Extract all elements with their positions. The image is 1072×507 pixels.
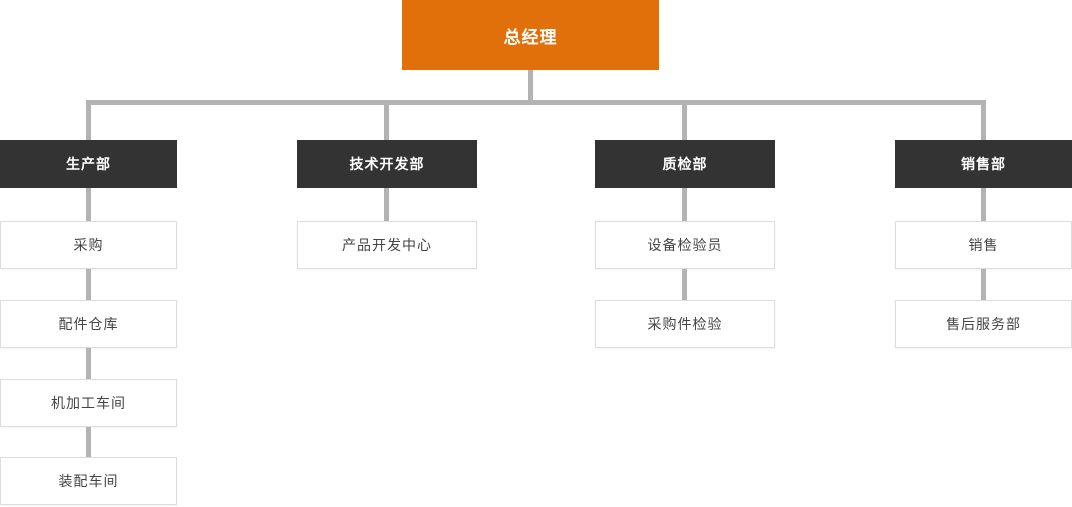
child-node-label: 售后服务部 <box>946 316 1021 332</box>
child-node-label: 产品开发中心 <box>342 237 432 253</box>
connector-quality-2 <box>682 269 687 300</box>
connector-tech-dev-1 <box>384 188 389 221</box>
connector-drop-production <box>86 100 91 140</box>
connector-quality-1 <box>682 188 687 221</box>
root-node-general-manager: 总经理 <box>402 0 659 70</box>
child-node-label: 采购件检验 <box>647 316 723 332</box>
dept-node-quality: 质检部 <box>595 140 775 188</box>
connector-drop-quality <box>682 100 687 140</box>
child-node-label: 机加工车间 <box>51 395 126 411</box>
child-node-product-dev-center: 产品开发中心 <box>297 221 477 269</box>
child-node-label: 设备检验员 <box>647 237 723 253</box>
connector-production-2 <box>86 269 91 300</box>
child-node-equipment-inspector: 设备检验员 <box>595 221 775 269</box>
dept-node-label: 质检部 <box>662 156 708 172</box>
child-node-purchasing: 采购 <box>0 221 177 269</box>
child-node-sales: 销售 <box>895 221 1072 269</box>
connector-root-stem <box>528 70 533 100</box>
connector-drop-sales <box>981 100 986 140</box>
connector-horizontal-bus <box>86 100 986 105</box>
connector-sales-2 <box>981 269 986 300</box>
connector-production-1 <box>86 188 91 221</box>
child-node-label: 采购 <box>73 237 104 253</box>
dept-node-production: 生产部 <box>0 140 177 188</box>
child-node-label: 装配车间 <box>58 473 119 489</box>
dept-node-sales: 销售部 <box>895 140 1072 188</box>
connector-production-3 <box>86 348 91 379</box>
child-node-after-sales-service: 售后服务部 <box>895 300 1072 348</box>
dept-node-label: 生产部 <box>66 156 111 172</box>
child-node-assembly-workshop: 装配车间 <box>0 457 177 505</box>
dept-node-label: 技术开发部 <box>349 156 425 172</box>
connector-sales-1 <box>981 188 986 221</box>
child-node-machining-workshop: 机加工车间 <box>0 379 177 427</box>
dept-node-label: 销售部 <box>961 156 1006 172</box>
root-node-label: 总经理 <box>503 27 558 47</box>
child-node-parts-warehouse: 配件仓库 <box>0 300 177 348</box>
child-node-purchased-parts-inspection: 采购件检验 <box>595 300 775 348</box>
connector-drop-tech-dev <box>384 100 389 140</box>
child-node-label: 销售 <box>968 237 999 253</box>
connector-production-4 <box>86 427 91 457</box>
child-node-label: 配件仓库 <box>58 316 119 332</box>
dept-node-tech-dev: 技术开发部 <box>297 140 477 188</box>
